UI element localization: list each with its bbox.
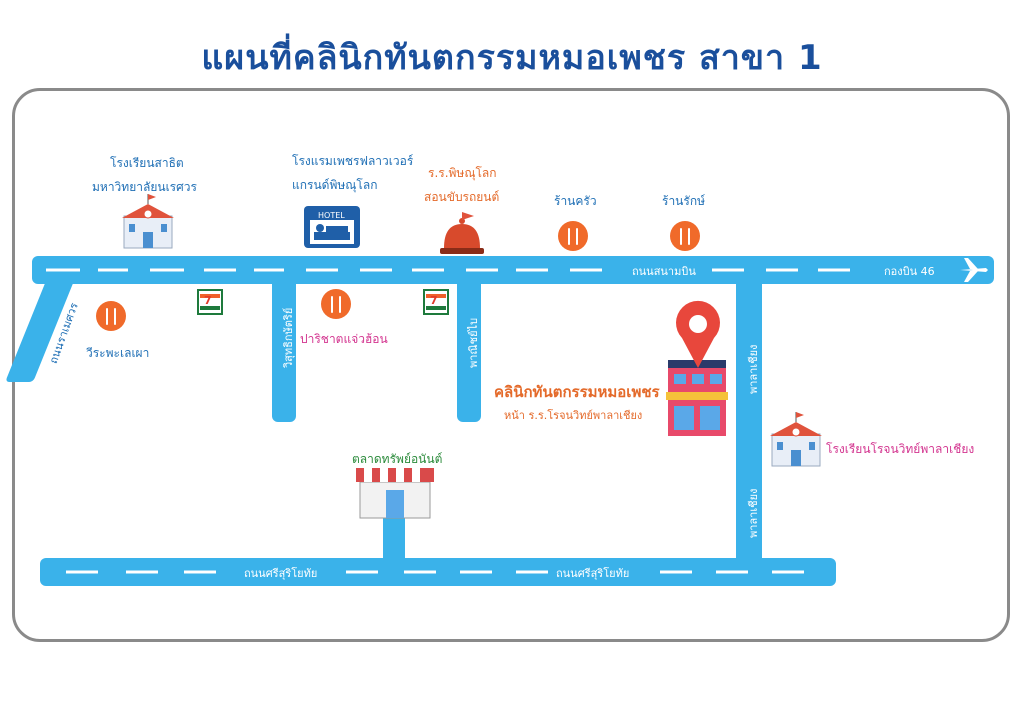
school-icon [770, 412, 822, 467]
alley-road-1 [272, 270, 296, 422]
seven-eleven-label: 7 [430, 294, 438, 307]
restaurant-3-label: ปาริชาตแจ่วฮ้อน [300, 332, 388, 346]
market-road [383, 508, 405, 572]
tech-school-label: ร.ร.พิษณุโลก [428, 166, 497, 180]
page-title: แผนที่คลินิกทันตกรรมหมอเพชร สาขา 1 [201, 38, 823, 78]
alley-2-label: พาณิชย์ไบ [467, 317, 480, 368]
hotel-label: โรงแรมเพชรฟลาวเวอร์ [292, 154, 414, 168]
alley-road-2 [457, 270, 481, 422]
school-1-sublabel: มหาวิทยาลัยนเรศวร [92, 180, 197, 194]
bottom-road [40, 558, 836, 586]
seven-eleven-label: 7 [204, 294, 212, 307]
seven-eleven-icon [197, 289, 223, 315]
school-icon [122, 194, 174, 249]
clinic-sublabel: หน้า ร.ร.โรจนวิทย์พาลาเชียง [504, 409, 643, 422]
tech-school-sublabel: สอนขับรถยนต์ [424, 190, 500, 204]
restaurant-icon [96, 221, 700, 331]
seven-eleven-icon [423, 289, 449, 315]
restaurant-1-label: ร้านครัว [554, 194, 597, 208]
right-road [736, 270, 762, 572]
right-road-label-bottom: พาลาเชียง [747, 488, 760, 538]
restaurant-2-label: ร้านรักษ์ [662, 194, 706, 208]
alley-1-label: วิสุทธิกษัตริย์ [282, 307, 295, 368]
bell-icon [440, 212, 484, 254]
airplane-icon [960, 258, 988, 282]
hotel-icon [304, 206, 360, 248]
market-label: ตลาดทรัพย์อนันต์ [352, 452, 443, 466]
market-icon [356, 468, 434, 519]
clinic-building-icon [666, 360, 728, 436]
bottom-road-label-2: ถนนศรีสุริโยทัย [556, 567, 630, 580]
hotel-sublabel: แกรนด์พิษณุโลก [292, 178, 378, 192]
school-1-label: โรงเรียนสาธิต [110, 156, 184, 170]
location-pin-icon [676, 300, 720, 368]
school-2-label: โรงเรียนโรจนวิทย์พาลาเชียง [826, 442, 975, 456]
airport-label: กองบิน 46 [884, 265, 935, 278]
right-road-label-top: พาลาเชียง [747, 344, 760, 394]
clinic-label: คลินิกทันตกรรมหมอเพชร [494, 383, 660, 401]
main-road-label: ถนนสนามบิน [632, 265, 696, 278]
restaurant-4-label: วีระพะเลเผา [86, 346, 150, 360]
hotel-sign: HOTEL [318, 211, 345, 220]
bottom-road-label-1: ถนนศรีสุริโยทัย [244, 567, 318, 580]
